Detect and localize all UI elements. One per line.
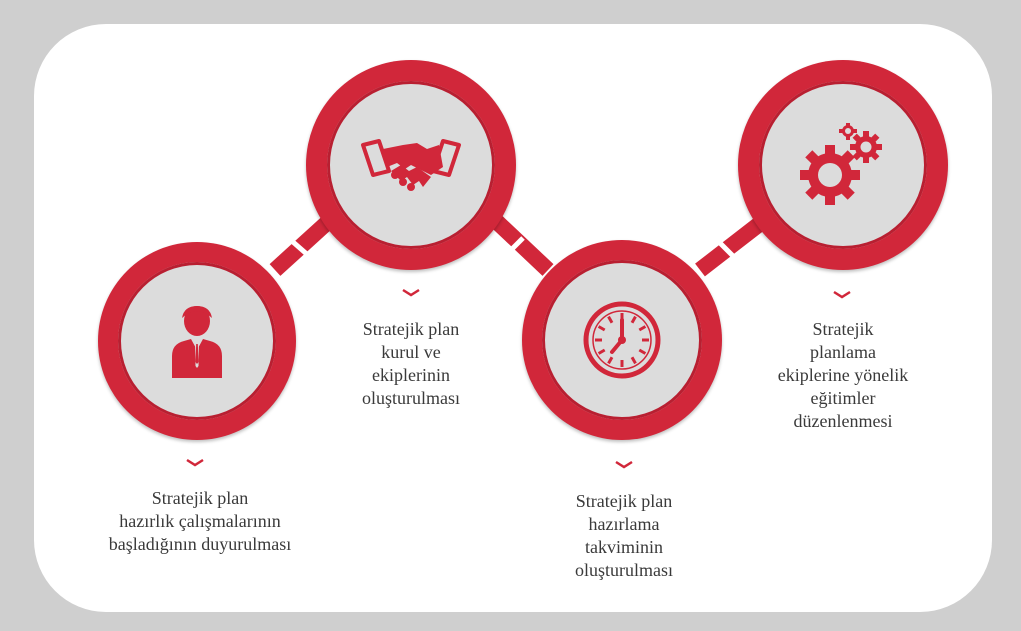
handshake-icon — [361, 139, 461, 191]
chevron-down-icon — [615, 460, 633, 469]
step-1-circle — [98, 242, 296, 440]
label-line: planlama — [810, 342, 876, 362]
label-line: takviminin — [585, 537, 663, 557]
label-line: oluşturulması — [575, 560, 673, 580]
gears-icon — [800, 123, 882, 205]
chevron-down-icon — [186, 458, 204, 467]
step-2-circle — [306, 60, 516, 270]
label-line: düzenlenmesi — [793, 411, 893, 431]
businessman-icon — [172, 306, 222, 378]
step-3-circle — [522, 240, 722, 440]
label-line: Stratejik plan — [151, 488, 249, 508]
label-line: başladığının duyurulması — [108, 534, 292, 554]
step-1-label: Stratejik plan hazırlık çalışmalarının b… — [95, 487, 305, 556]
chevron-down-icon — [833, 290, 851, 299]
connector-3-4 — [695, 215, 767, 277]
connector-2-3 — [489, 214, 554, 276]
connector-1-2 — [269, 214, 336, 276]
label-line: Stratejik — [812, 319, 874, 339]
step-4-circle — [738, 60, 948, 270]
label-line: ekiplerine yönelik — [777, 365, 909, 385]
step-3-label: Stratejik plan hazırlama takviminin oluş… — [544, 490, 704, 582]
clock-icon — [583, 301, 661, 379]
label-line: Stratejik plan — [575, 491, 673, 511]
step-2-label: Stratejik plan kurul ve ekiplerinin oluş… — [331, 318, 491, 410]
label-line: oluşturulması — [362, 388, 460, 408]
label-line: ekiplerinin — [372, 365, 450, 385]
chevron-down-icon — [402, 288, 420, 297]
label-line: eğitimler — [810, 388, 876, 408]
label-line: Stratejik plan — [362, 319, 460, 339]
step-4-label: Stratejik planlama ekiplerine yönelik eğ… — [748, 318, 938, 433]
label-line: hazırlama — [588, 514, 660, 534]
label-line: hazırlık çalışmalarının — [119, 511, 281, 531]
label-line: kurul ve — [381, 342, 441, 362]
